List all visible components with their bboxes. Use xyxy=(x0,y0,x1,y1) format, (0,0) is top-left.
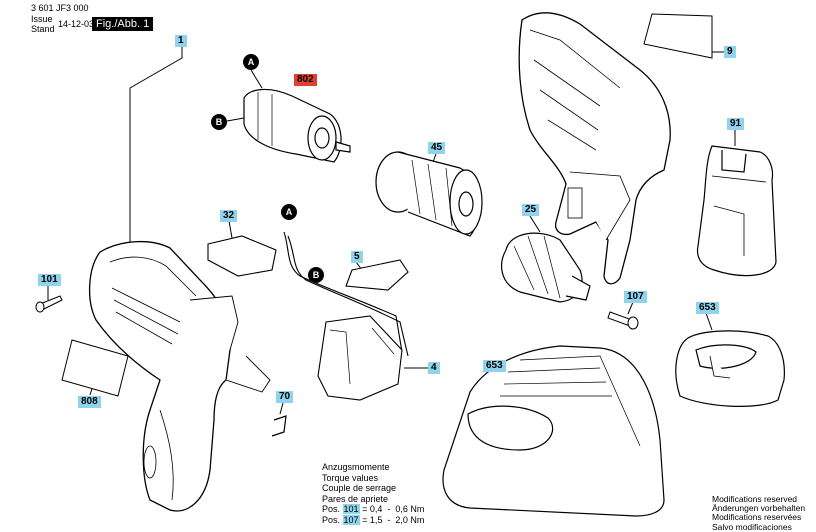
torque-title-fr: Couple de serrage xyxy=(322,483,397,493)
callout-32: 32 xyxy=(220,210,238,222)
callout-5: 5 xyxy=(351,251,363,263)
callout-101: 101 xyxy=(38,274,61,286)
torque-row-pos: 101 xyxy=(342,504,360,514)
callout-9: 9 xyxy=(724,46,736,58)
torque-row-value: = 1,5 - 2,0 Nm xyxy=(362,514,425,525)
torque-row: Pos. 101 = 0,4 - 0,6 Nm xyxy=(322,504,424,515)
torque-row-pos: 107 xyxy=(342,514,360,525)
modifications-fr: Modifications reservées xyxy=(712,512,802,523)
marker-a-wire: A xyxy=(281,204,297,220)
torque-row-prefix: Pos. xyxy=(322,504,341,514)
callout-653-small: 653 xyxy=(696,302,719,314)
callout-91: 91 xyxy=(727,118,745,130)
torque-values: Anzugsmomente Torque values Couple de se… xyxy=(322,462,424,525)
issue-date: 14-12-03 xyxy=(58,19,95,29)
modifications-notice: Modifications reserved Änderungen vorbeh… xyxy=(712,494,806,532)
torque-title-en: Torque values xyxy=(322,472,379,483)
callout-808: 808 xyxy=(78,396,101,408)
torque-row-value: = 0,4 - 0,6 Nm xyxy=(362,504,425,514)
modifications-en: Modifications reserved xyxy=(712,494,798,504)
callout-107: 107 xyxy=(624,291,647,303)
modifications-es: Salvo modificaciones xyxy=(712,521,792,532)
callout-25: 25 xyxy=(522,204,540,216)
torque-title-de: Anzugsmomente xyxy=(322,462,390,472)
doc-number: 3 601 JF3 000 xyxy=(31,3,89,13)
callout-45: 45 xyxy=(428,142,446,154)
callout-653-large: 653 xyxy=(483,360,506,372)
callout-4: 4 xyxy=(428,362,440,374)
modifications-de: Änderungen vorbehalten xyxy=(712,503,806,514)
figure-label: Fig./Abb. 1 xyxy=(92,17,154,31)
marker-b-wire: B xyxy=(308,267,324,283)
callout-802: 802 xyxy=(294,74,317,86)
callout-1: 1 xyxy=(175,35,187,47)
torque-row: Pos. 107 = 1,5 - 2,0 Nm xyxy=(322,514,425,526)
torque-title-es: Pares de apriete xyxy=(322,493,389,504)
marker-a-motor: A xyxy=(243,54,259,70)
marker-b-motor: B xyxy=(211,114,227,130)
callout-70: 70 xyxy=(276,391,294,403)
stand-label: Stand xyxy=(31,24,55,34)
issue-label: Issue xyxy=(31,14,53,24)
torque-row-prefix: Pos. xyxy=(322,514,341,525)
